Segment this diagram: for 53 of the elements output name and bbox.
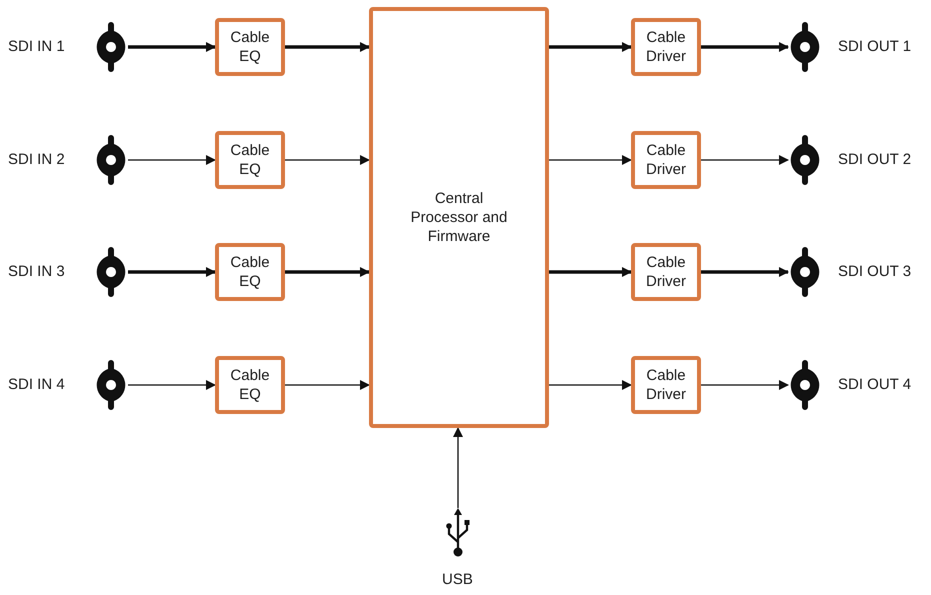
port-label: SDI OUT 4	[838, 376, 912, 394]
process-box	[631, 18, 701, 76]
arrow	[128, 155, 216, 165]
arrow	[701, 380, 789, 390]
process-box	[215, 356, 285, 414]
arrow	[285, 155, 370, 165]
arrow	[128, 380, 216, 390]
box-label: Cable Driver	[645, 366, 687, 404]
port-label: SDI IN 4	[8, 376, 65, 394]
arrow	[128, 267, 216, 277]
arrow	[549, 155, 632, 165]
port-label: SDI IN 3	[8, 263, 65, 281]
bnc-connector-icon	[790, 135, 820, 185]
process-box	[215, 131, 285, 189]
process-box	[215, 18, 285, 76]
arrow	[701, 42, 789, 52]
box-label: Cable EQ	[229, 366, 271, 404]
arrow	[549, 42, 632, 52]
arrow	[549, 380, 632, 390]
bnc-connector-icon	[790, 22, 820, 72]
box-label: Central Processor and Firmware	[410, 189, 508, 246]
arrow	[453, 427, 463, 508]
arrow	[285, 42, 370, 52]
bnc-connector-icon	[96, 247, 126, 297]
bnc-connector-icon	[790, 360, 820, 410]
box-label: Cable Driver	[645, 141, 687, 179]
arrow	[128, 42, 216, 52]
arrow	[701, 155, 789, 165]
bnc-connector-icon	[96, 22, 126, 72]
port-label: SDI OUT 1	[838, 38, 912, 56]
box-label: Cable EQ	[229, 253, 271, 291]
usb-icon	[446, 508, 470, 556]
bnc-connector-icon	[96, 135, 126, 185]
process-box	[631, 243, 701, 301]
port-label: SDI OUT 3	[838, 263, 912, 281]
box-label: Cable EQ	[229, 141, 271, 179]
box-label: Cable Driver	[645, 253, 687, 291]
box-label: Cable EQ	[229, 28, 271, 66]
arrow	[701, 267, 789, 277]
port-label: SDI IN 1	[8, 38, 65, 56]
box-label: Cable Driver	[645, 28, 687, 66]
bnc-connector-icon	[790, 247, 820, 297]
port-label: SDI OUT 2	[838, 151, 912, 169]
process-box	[215, 243, 285, 301]
arrow	[285, 267, 370, 277]
arrow	[285, 380, 370, 390]
processor-box	[369, 7, 549, 428]
port-label: USB	[442, 571, 473, 589]
port-label: SDI IN 2	[8, 151, 65, 169]
arrow	[549, 267, 632, 277]
bnc-connector-icon	[96, 360, 126, 410]
process-box	[631, 356, 701, 414]
process-box	[631, 131, 701, 189]
